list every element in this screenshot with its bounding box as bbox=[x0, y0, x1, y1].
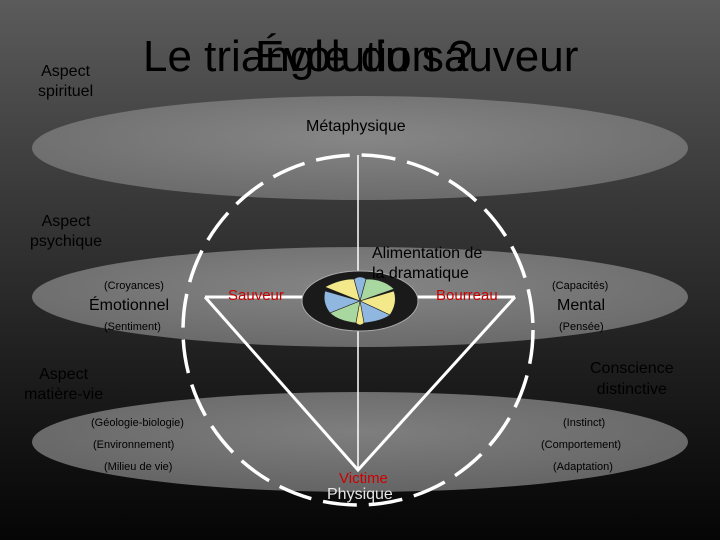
croyances-label: (Croyances) bbox=[104, 280, 164, 292]
metaphysique-label: Métaphysique bbox=[306, 118, 406, 135]
title-text-2: Évolution ? bbox=[255, 32, 473, 81]
capacites-label: (Capacités) bbox=[552, 280, 609, 292]
title-text-1: Le triangle du sauveur bbox=[143, 32, 579, 81]
dashed-ring bbox=[181, 153, 535, 507]
emotionnel-label: Émotionnel bbox=[89, 297, 170, 314]
aspect-spiritual-label: Aspect spirituel bbox=[38, 63, 94, 100]
pensee-label: (Pensée) bbox=[559, 321, 604, 333]
mental-label: Mental bbox=[557, 297, 606, 314]
environnement-label: (Environnement) bbox=[93, 439, 175, 451]
sauveur-label: Sauveur bbox=[228, 287, 284, 304]
aspect-psychic-label: Aspect psychique bbox=[30, 213, 103, 250]
drama-triangle bbox=[203, 295, 517, 473]
matter-ellipse bbox=[32, 392, 688, 492]
pinwheel-icon bbox=[301, 270, 419, 332]
bourreau-label: Bourreau bbox=[436, 287, 498, 304]
conscience-label: Conscience distinctive bbox=[590, 360, 674, 398]
instinct-label: (Instinct) bbox=[563, 417, 606, 429]
alimentation-label: Alimentation de la dramatique bbox=[372, 245, 483, 282]
comportement-label: (Comportement) bbox=[541, 439, 622, 451]
geologie-label: (Géologie-biologie) bbox=[91, 417, 184, 429]
metaphysical-ellipse bbox=[32, 96, 688, 200]
physique-label: Physique bbox=[327, 486, 393, 503]
milieu-label: (Milieu de vie) bbox=[104, 461, 173, 473]
aspect-matter-label: Aspect matière-vie bbox=[24, 366, 104, 403]
adaptation-label: (Adaptation) bbox=[553, 461, 613, 473]
victime-label: Victime bbox=[339, 470, 388, 487]
sentiment-label: (Sentiment) bbox=[104, 321, 161, 333]
